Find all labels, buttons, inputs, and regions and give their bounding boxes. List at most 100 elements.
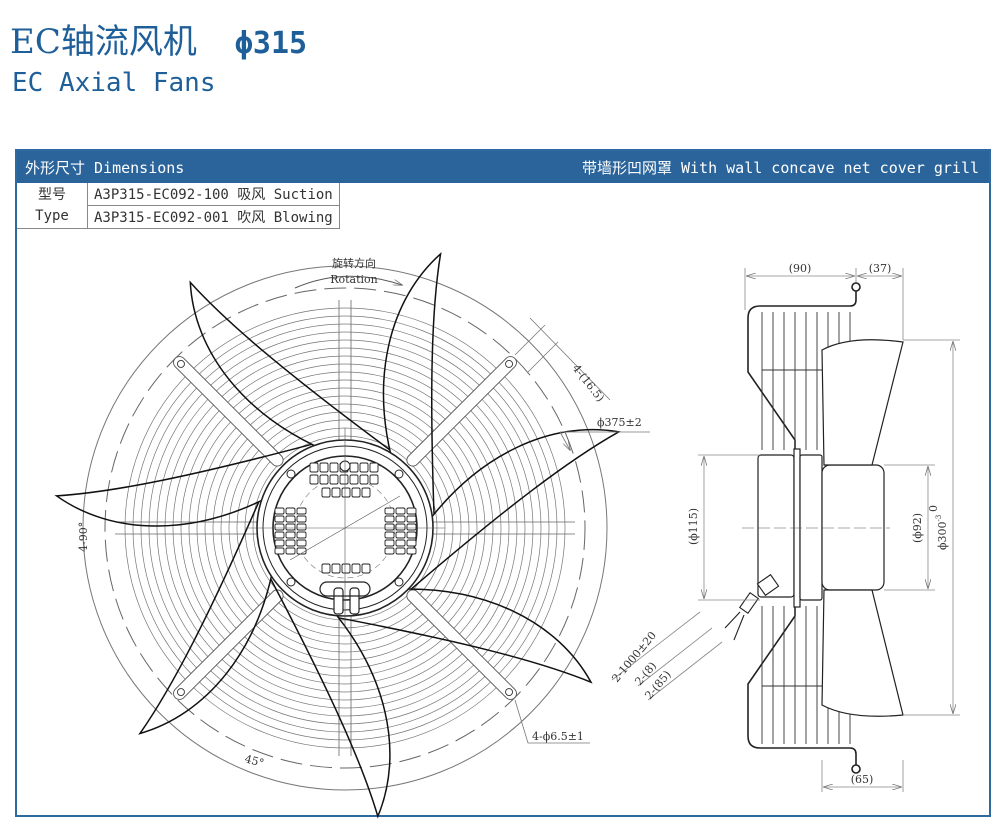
impeller-blades xyxy=(54,251,622,819)
impeller-blade xyxy=(189,280,390,457)
depth-dim-37: (37) xyxy=(869,262,892,275)
cable-gland-side xyxy=(724,573,780,641)
vent-slot xyxy=(321,563,331,574)
vent-slot xyxy=(406,531,417,539)
impeller-blade xyxy=(54,443,312,527)
type-label: 型号 Type xyxy=(17,183,88,229)
vent-slot xyxy=(359,474,369,485)
type-label-cn: 型号 xyxy=(38,186,66,203)
vent-slot xyxy=(296,539,307,547)
grill-struts xyxy=(173,356,517,700)
motor-diameter-dimension: (ϕ115) xyxy=(687,508,700,545)
grill-ring xyxy=(172,355,518,701)
grill-ring xyxy=(164,347,526,709)
vent-slot xyxy=(406,539,417,547)
panel-title-dimensions: 外形尺寸 Dimensions xyxy=(25,159,185,177)
vent-slot xyxy=(351,487,361,498)
type-cell: A3P315-EC092-001 吹风 Blowing xyxy=(87,205,340,229)
vent-slot xyxy=(319,462,329,473)
vent-slot xyxy=(349,474,359,485)
side-view: (90) (37) (65) xyxy=(609,262,960,792)
impeller-tolerance-upper: 0 xyxy=(927,505,940,512)
type-row: A3P315-EC092-001 吹风 Blowing xyxy=(17,205,340,229)
vent-slot xyxy=(384,515,395,523)
mounting-hole-icon xyxy=(177,360,185,368)
vent-slot xyxy=(285,539,296,547)
impeller-blade xyxy=(382,251,442,514)
impeller-diameter-dimension: ϕ300-3 xyxy=(935,515,949,550)
vent-slot xyxy=(331,487,341,498)
grill-ring xyxy=(180,363,510,693)
mounting-hole-icon xyxy=(505,688,513,696)
depth-dim-65: (65) xyxy=(851,773,874,786)
vent-slot xyxy=(319,474,329,485)
panel-header: 外形尺寸 Dimensions 带墙形凹网罩 With wall concave… xyxy=(17,151,989,183)
page-title: EC轴流风机 ϕ315 xyxy=(10,14,307,63)
model-size: ϕ315 xyxy=(234,26,308,61)
impeller-blade xyxy=(339,588,593,684)
model-number: A3P315-EC092-100 xyxy=(94,187,229,203)
motor-hub xyxy=(245,428,445,628)
grill-ring xyxy=(132,315,558,741)
mode-en: Suction xyxy=(273,187,333,203)
hub-diameter-dimension: (ϕ92) xyxy=(911,513,924,543)
vent-slot xyxy=(285,523,296,531)
mounting-circle xyxy=(104,287,586,769)
vent-slot xyxy=(384,507,395,515)
grill-ring xyxy=(220,403,470,653)
type-label-en: Type xyxy=(35,207,69,224)
vent-slot xyxy=(395,539,406,547)
grill-ring xyxy=(196,379,494,677)
vent-slot xyxy=(274,515,285,523)
vent-slot xyxy=(361,487,371,498)
model-number: A3P315-EC092-001 xyxy=(94,210,229,226)
vent-slot xyxy=(341,487,351,498)
mode-cn: 吸风 xyxy=(237,187,266,203)
grill-ring xyxy=(148,331,542,725)
grill-ring xyxy=(156,339,534,717)
depth-dim-90: (90) xyxy=(789,262,812,275)
impeller-blade xyxy=(138,501,277,735)
angle-90-dimension: 4-90° xyxy=(77,522,90,552)
motor-body xyxy=(757,448,885,608)
slot-dimension-label: 4-(16.5) xyxy=(570,362,607,405)
vent-slot xyxy=(309,462,319,473)
title-cn: EC轴流风机 xyxy=(10,22,197,62)
vent-slot xyxy=(309,474,319,485)
vent-slot xyxy=(331,563,341,574)
angle-45-dimension: 45° xyxy=(243,752,265,770)
grill-strut xyxy=(173,356,284,467)
vent-slot xyxy=(274,523,285,531)
cable-dimensions xyxy=(611,611,723,701)
front-view: 旋转方向 Rotation 4-(16.5) ϕ375±2 4-ϕ6.5±1 4… xyxy=(54,251,650,819)
vent-slot xyxy=(369,462,379,473)
vent-slot xyxy=(274,531,285,539)
vent-slot xyxy=(274,507,285,515)
vent-slot xyxy=(296,507,307,515)
type-table: 型号 Type A3P315-EC092-100 吸风 Suction A3P3… xyxy=(17,183,340,229)
vent-slot xyxy=(351,563,361,574)
vent-slot xyxy=(329,474,339,485)
vent-slot xyxy=(384,547,395,555)
mounting-hole-icon xyxy=(505,360,513,368)
vent-slot xyxy=(285,515,296,523)
vent-slot xyxy=(359,462,369,473)
vent-slot xyxy=(285,547,296,555)
rotation-arrow-icon xyxy=(294,275,402,289)
mode-cn: 吹风 xyxy=(237,210,266,226)
grill-ring xyxy=(188,371,502,685)
vent-slot xyxy=(296,531,307,539)
outer-dimension-arc xyxy=(82,265,608,791)
hole-dimension: 4-ϕ6.5±1 xyxy=(532,730,584,743)
grill-ring xyxy=(212,395,478,661)
grill-ring xyxy=(236,419,454,637)
vent-slot xyxy=(339,474,349,485)
vent-slot xyxy=(395,523,406,531)
mode-en: Blowing xyxy=(273,210,333,226)
vent-slot xyxy=(321,487,331,498)
vent-slot xyxy=(361,563,371,574)
slot-dimension xyxy=(514,317,611,401)
page-subtitle: EC Axial Fans xyxy=(12,68,216,98)
grill-ring xyxy=(228,411,462,645)
